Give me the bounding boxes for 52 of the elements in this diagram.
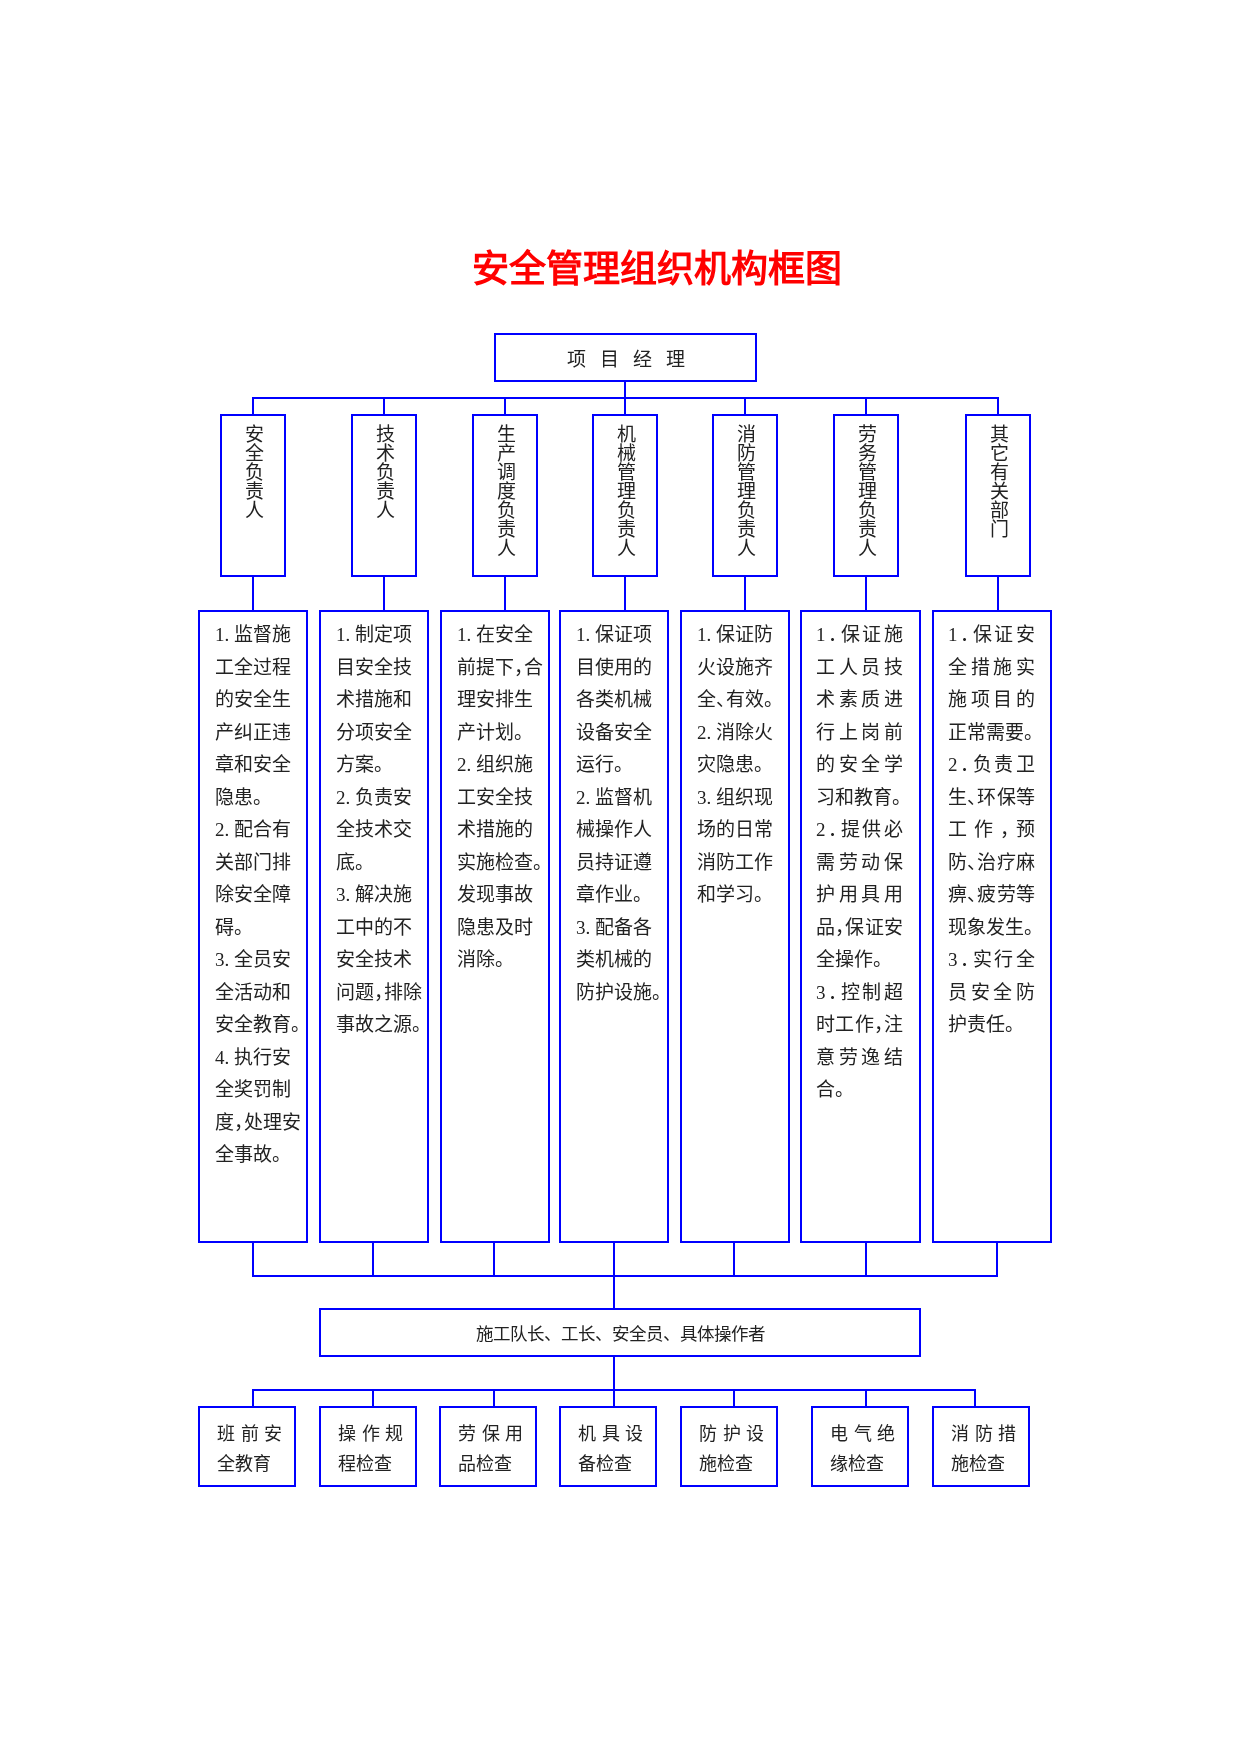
duty-text: 3. 组织现场的日常消防工作和学习。 bbox=[697, 785, 774, 907]
duty-text: 2. 组织施工安全技术措施的实施检查。发现事故隐患及时消除。 bbox=[457, 753, 544, 972]
duty-box bbox=[559, 610, 669, 1243]
role-box: 技术负责人 bbox=[351, 414, 417, 577]
duty-text: 3. 配备各类机械的防护设施。 bbox=[576, 915, 663, 1005]
duty-text: 2. 消除火灾隐患。 bbox=[697, 720, 774, 777]
duty-text: 4. 执行安全奖罚制度，处理安全事故。 bbox=[215, 1045, 302, 1167]
duty-box bbox=[680, 610, 790, 1243]
connector-line bbox=[252, 576, 254, 611]
inspection-box: 机具设备检查 bbox=[559, 1406, 657, 1487]
role-box: 安全负责人 bbox=[220, 414, 286, 577]
duty-box bbox=[198, 610, 308, 1243]
role-box: 生产调度负责人 bbox=[472, 414, 538, 577]
duty-text: 2．提供必需劳动保护用具用品，保证安全操作。 bbox=[816, 818, 903, 972]
duty-text: 3．实行全员安全防护责任。 bbox=[948, 948, 1035, 1037]
duty-box bbox=[932, 610, 1052, 1243]
duty-text: 3. 全员安全活动和安全教育。 bbox=[215, 948, 302, 1037]
connector-line bbox=[997, 576, 999, 611]
inspection-box: 电气绝缘检查 bbox=[811, 1406, 909, 1487]
inspection-box: 操作规程检查 bbox=[319, 1406, 417, 1487]
duty-text: 1. 保证项目使用的各类机械设备安全运行。 bbox=[576, 623, 653, 777]
role-box: 消防管理负责人 bbox=[712, 414, 778, 577]
duty-text: 2. 监督机械操作人员持证遵章作业。 bbox=[576, 785, 653, 907]
connector-line bbox=[865, 576, 867, 611]
inspection-box: 班前安全教育 bbox=[198, 1406, 296, 1487]
role-box: 其它有关部门 bbox=[965, 414, 1031, 577]
team-box: 施工队长、工长、安全员、具体操作者 bbox=[319, 1308, 921, 1357]
duty-text: 1. 保证防火设施齐全、有效。 bbox=[697, 623, 774, 712]
connector-line bbox=[744, 576, 746, 611]
duty-box bbox=[440, 610, 550, 1243]
role-box: 机械管理负责人 bbox=[592, 414, 658, 577]
role-box: 劳务管理负责人 bbox=[833, 414, 899, 577]
inspection-box: 防护设施检查 bbox=[680, 1406, 778, 1487]
connector-line bbox=[624, 576, 626, 611]
duty-box bbox=[800, 610, 921, 1243]
duty-text: 1. 在安全前提下，合理安排生产计划。 bbox=[457, 623, 544, 745]
duty-text: 2. 负责安全技术交底。 bbox=[336, 785, 413, 875]
duty-text: 1. 制定项目安全技术措施和分项安全方案。 bbox=[336, 623, 413, 777]
duty-text: 2. 配合有关部门排除安全障碍。 bbox=[215, 818, 292, 940]
inspection-box: 消防措施检查 bbox=[932, 1406, 1030, 1487]
connector-line bbox=[383, 576, 385, 611]
duty-text: 1．保证施工人员技术素质进行上岗前的安全学习和教育。 bbox=[816, 623, 903, 810]
manager-box: 项目经理 bbox=[494, 333, 757, 382]
inspection-box: 劳保用品检查 bbox=[439, 1406, 537, 1487]
duty-text: 3．控制超时工作，注意劳逸结合。 bbox=[816, 980, 903, 1102]
diagram-title: 安全管理组织机构框图 bbox=[472, 251, 842, 288]
duty-text: 1．保证安全措施实施项目的正常需要。 bbox=[948, 623, 1035, 745]
duty-text: 2．负责卫生、环保等工作，预防、治疗麻痹、疲劳等现象发生。 bbox=[948, 753, 1035, 940]
duty-text: 3. 解决施工中的不安全技术问题，排除事故之源。 bbox=[336, 883, 423, 1037]
duty-text: 1. 监督施工全过程的安全生产纠正违章和安全隐患。 bbox=[215, 623, 292, 810]
duty-box bbox=[319, 610, 429, 1243]
connector-line bbox=[504, 576, 506, 611]
